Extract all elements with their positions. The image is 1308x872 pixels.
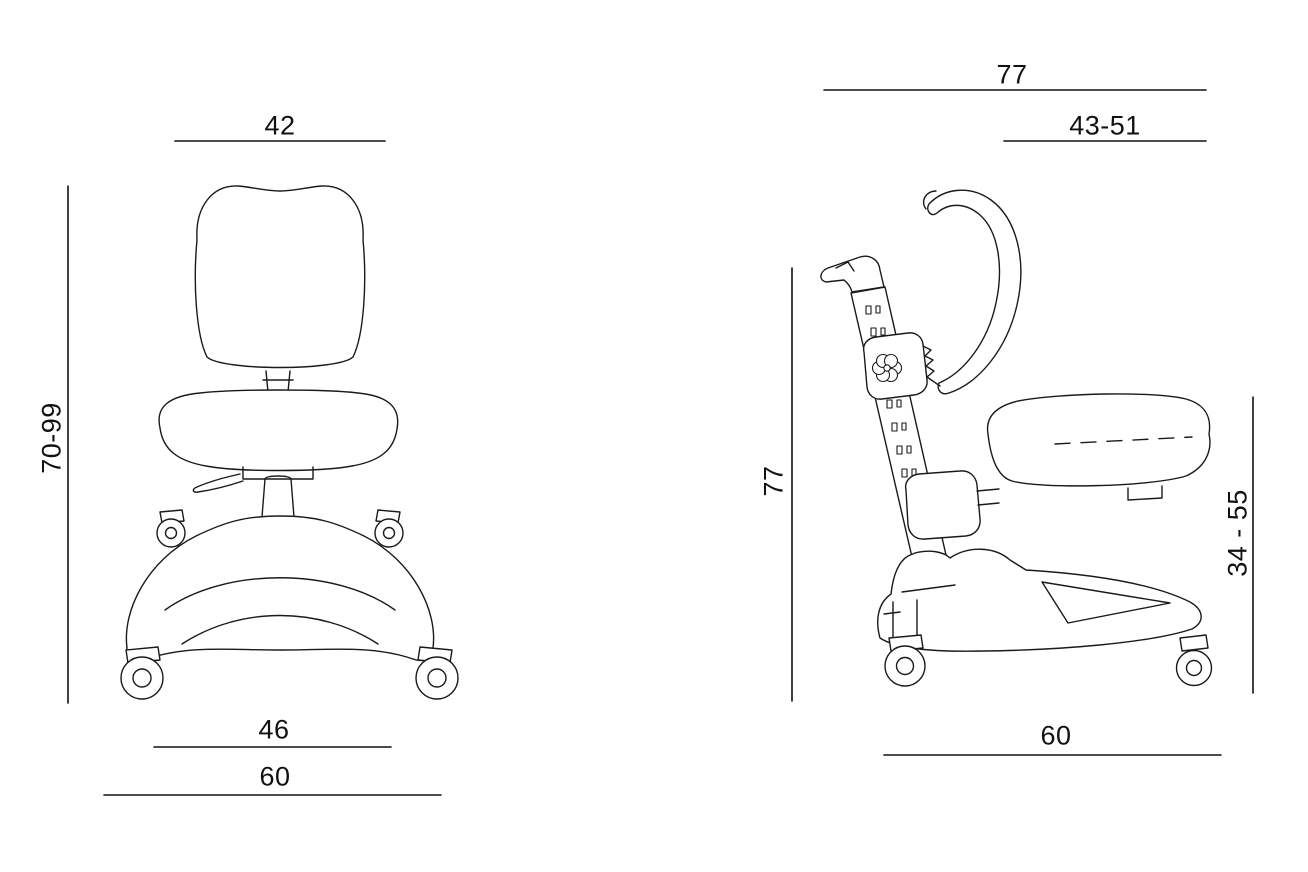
dim-side-upper-depth-range: 43-51 — [1069, 110, 1141, 141]
dim-front-height-range: 70-99 — [36, 402, 67, 474]
dim-side-depth: 77 — [996, 59, 1028, 90]
base-front-inner-ridge — [164, 577, 396, 611]
side-caster-right-icon — [1175, 634, 1213, 687]
dim-front-backrest-width: 42 — [264, 110, 296, 141]
front-view-drawing — [120, 185, 459, 700]
dim-front-base-width: 46 — [258, 714, 290, 745]
seat-front — [158, 389, 399, 472]
backrest-bracket-side — [927, 189, 1022, 395]
base-front — [125, 515, 435, 662]
dim-side-seat-height-range: 34 - 55 — [1222, 489, 1253, 577]
dimension-lines — [67, 89, 1254, 796]
flower-knob-icon — [871, 353, 903, 383]
base-front-lower-ridge — [181, 614, 379, 645]
side-view-drawing — [820, 189, 1213, 687]
seat-side-tab — [1127, 485, 1163, 501]
front-caster-left-icon — [120, 646, 164, 700]
height-handle-side — [820, 255, 885, 293]
seat-side — [986, 393, 1211, 487]
column-adjustment-holes — [865, 305, 917, 478]
dim-side-height: 77 — [758, 465, 789, 497]
height-handle-detail — [835, 261, 855, 272]
seat-side-stitch-line — [1054, 436, 1193, 445]
seat-bracket — [904, 470, 1000, 540]
dim-front-overall-width: 60 — [259, 761, 291, 792]
backrest-connector — [262, 370, 294, 393]
base-side — [877, 548, 1202, 652]
front-caster-right-icon — [415, 646, 459, 700]
side-caster-left-icon — [884, 634, 926, 687]
seat-mechanism — [192, 466, 314, 518]
backrest-front — [194, 185, 366, 369]
backrest-bracket-curl — [922, 190, 937, 210]
dim-side-base-depth: 60 — [1040, 720, 1072, 751]
rear-caster-right-icon — [374, 509, 404, 548]
rear-caster-left-icon — [156, 509, 186, 548]
